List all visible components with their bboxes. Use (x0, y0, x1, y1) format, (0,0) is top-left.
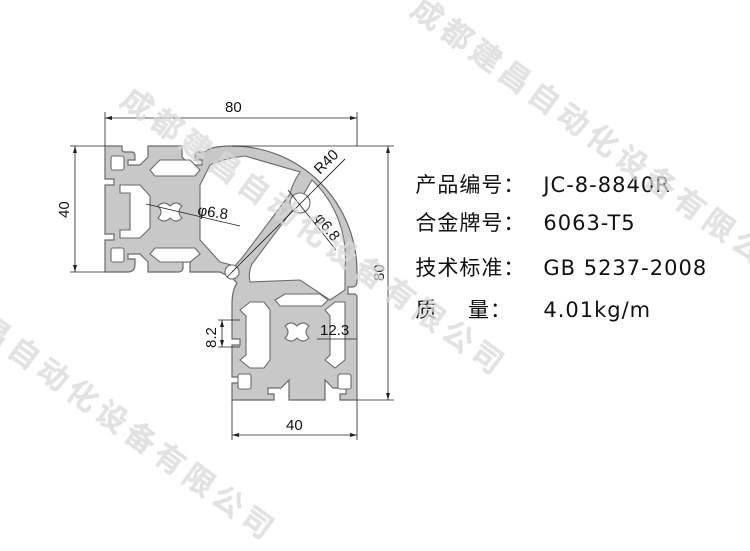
dim-left-height: 40 (56, 201, 73, 218)
center-hole-upper (157, 202, 183, 222)
spec-label: 质 量： (415, 298, 513, 322)
profile-cavities (110, 155, 352, 390)
spec-alloy-grade: 合金牌号： 6063-T5 (400, 183, 636, 237)
spec-value: JC-8-8840R (543, 173, 671, 197)
spec-label: 合金牌号： (415, 211, 526, 235)
spec-label: 产品编号： (415, 173, 526, 197)
spec-technical-standard: 技术标准： GB 5237-2008 (400, 228, 707, 282)
corner-round-hole (289, 192, 311, 214)
dim-right-height: 80 (371, 264, 388, 281)
dim-radius: R40 (311, 146, 342, 177)
dim-slot-width: 8.2 (203, 327, 220, 348)
spec-value: GB 5237-2008 (543, 256, 708, 280)
dim-top-width: 80 (225, 99, 242, 116)
spec-weight: 质 量： 4.01kg/m (400, 270, 651, 324)
dim-hole-diameter-upper: φ6.8 (196, 202, 229, 223)
profile-drawing: 80 40 80 40 R40 φ6.8 φ6.8 8.2 12.3 (56, 99, 394, 440)
spec-value: 4.01kg/m (543, 298, 652, 322)
dim-slot-depth: 12.3 (320, 322, 349, 339)
spec-product-code: 产品编号： JC-8-8840R (400, 145, 671, 199)
dim-bottom-width: 40 (286, 417, 303, 434)
quarter-cavity (199, 155, 301, 267)
dimension-lines (70, 112, 394, 440)
center-hole-lower (284, 322, 310, 342)
spec-value: 6063-T5 (543, 211, 636, 235)
spec-label: 技术标准： (415, 256, 526, 280)
